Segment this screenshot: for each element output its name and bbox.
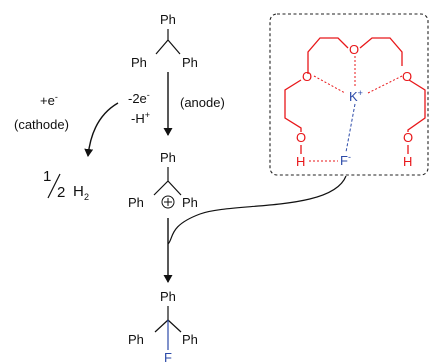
electron-loss: -2e- — [128, 90, 150, 106]
oxygen-top: O — [349, 42, 359, 57]
k-o-interactions — [313, 56, 403, 94]
crown-ether-complex: O O O O O H H K+ F- — [269, 13, 429, 176]
oxygen-left: O — [302, 69, 312, 84]
ph-top-1: Ph — [160, 12, 176, 27]
complex-box — [269, 13, 429, 176]
half-numerator: 1 — [43, 168, 51, 185]
ph-top-2: Ph — [160, 150, 176, 165]
hydroxyl-bonds — [300, 145, 409, 154]
ph-right-1: Ph — [182, 55, 198, 70]
fraction-slash — [47, 173, 61, 199]
fluorine-atom: F — [164, 350, 172, 363]
hydrogen-gas: 1 2 H 2 — [43, 168, 89, 202]
triphenylmethane: Ph Ph Ph — [131, 12, 198, 70]
bonds-2 — [153, 167, 182, 196]
hydrogen-left: H — [296, 154, 305, 169]
hydrogen-right: H — [403, 154, 412, 169]
hydrogen-subscript: 2 — [84, 192, 89, 202]
half-denominator: 2 — [57, 184, 65, 201]
ph-left-2: Ph — [128, 195, 144, 210]
trityl-fluoride: Ph Ph Ph F — [128, 289, 198, 363]
crown-backbone — [284, 37, 426, 132]
ph-top-3: Ph — [160, 289, 176, 304]
oxygen-bottom-right: O — [403, 130, 413, 145]
ph-right-2: Ph — [182, 195, 198, 210]
electron-gain: +e- — [40, 92, 58, 108]
hydrogen-symbol: H — [73, 183, 84, 200]
ph-left-3: Ph — [128, 332, 144, 347]
bonds-1 — [155, 29, 181, 55]
cathode-label: (cathode) — [14, 117, 69, 132]
anode-label: (anode) — [180, 95, 225, 110]
cathode-arrow — [84, 102, 119, 157]
potassium-ion: K+ — [349, 88, 363, 104]
ph-right-3: Ph — [182, 332, 198, 347]
bonds-3 — [154, 306, 182, 333]
oxygen-right: O — [402, 69, 412, 84]
ph-left-1: Ph — [131, 55, 147, 70]
k-f-interaction — [345, 103, 356, 153]
fluoride-ion: F- — [340, 152, 351, 168]
fluoride-delivery-curve — [167, 175, 347, 245]
proton-loss: -H+ — [131, 110, 150, 126]
positive-charge-circle — [161, 195, 175, 209]
trityl-cation: Ph Ph Ph — [128, 150, 198, 210]
oxygen-bottom-left: O — [296, 130, 306, 145]
positive-charge-plus — [164, 198, 172, 206]
